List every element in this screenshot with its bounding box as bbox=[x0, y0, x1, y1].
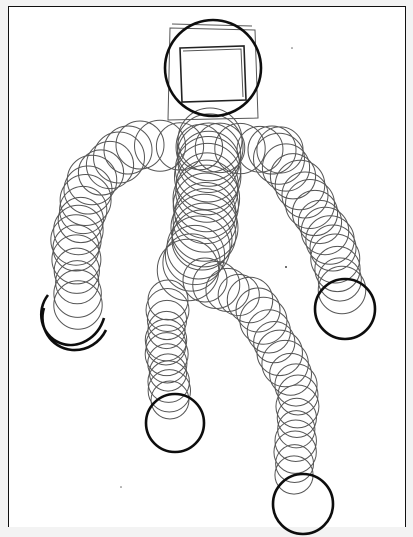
right-arm-circle-9 bbox=[298, 200, 341, 243]
left-foot-circle bbox=[146, 394, 204, 452]
left-arm-circle-15 bbox=[56, 261, 99, 304]
head-square bbox=[180, 46, 246, 102]
torso-circles bbox=[116, 108, 303, 301]
right-arm-circle-7 bbox=[286, 180, 335, 229]
right-hand-circle bbox=[315, 279, 375, 339]
speck-3 bbox=[291, 47, 293, 49]
right-arm-circles bbox=[248, 126, 366, 314]
right-arm-circle-10 bbox=[301, 207, 348, 254]
right-leg-circle-20 bbox=[276, 445, 314, 483]
head-box-outline-2 bbox=[172, 24, 252, 26]
right-foot-circle bbox=[273, 474, 333, 534]
head-square-inner bbox=[183, 49, 243, 97]
right-leg-circle-14 bbox=[278, 375, 318, 415]
right-leg-circle-17 bbox=[278, 411, 315, 448]
right-leg-circles bbox=[183, 258, 319, 494]
torso-circle-13 bbox=[171, 194, 238, 261]
left-arm-circle-9 bbox=[58, 197, 103, 242]
left-arm-circle-17 bbox=[54, 281, 102, 329]
speck-2 bbox=[120, 486, 122, 488]
speck-1 bbox=[285, 266, 287, 268]
torso-circle-19 bbox=[157, 239, 218, 300]
